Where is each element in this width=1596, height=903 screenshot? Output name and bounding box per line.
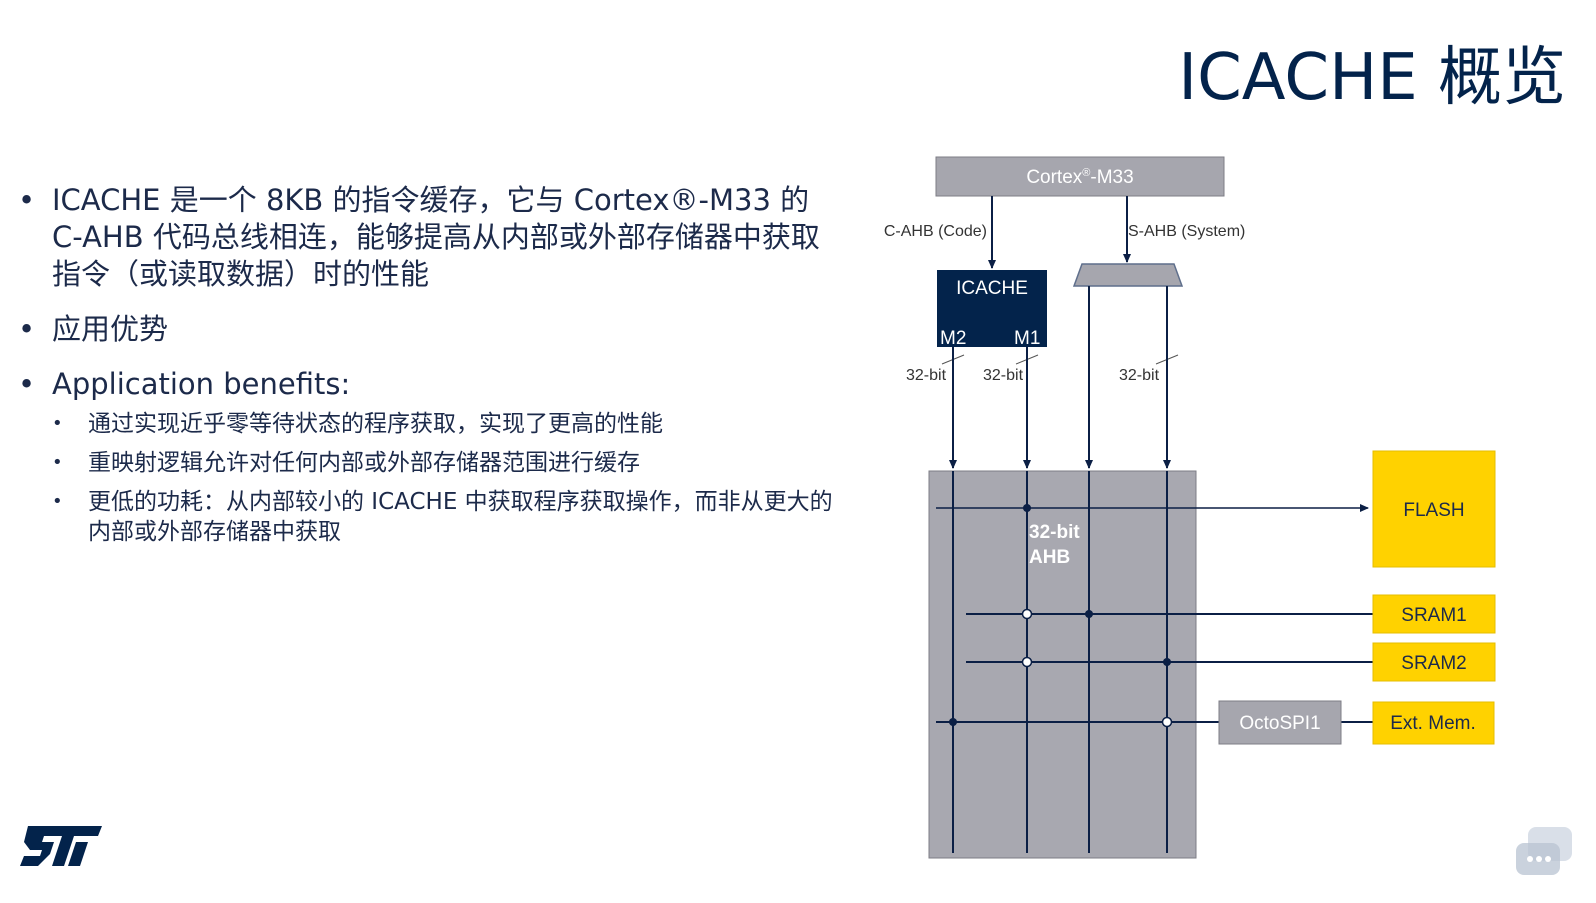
bus-junction [949, 718, 957, 726]
bullet-dot: • [52, 491, 63, 512]
extmem-label: Ext. Mem. [1390, 713, 1476, 734]
m1-label: M1 [1014, 328, 1040, 349]
sub-bullet-item: • 通过实现近乎零等待状态的程序获取，实现了更高的性能 [18, 409, 848, 439]
bus-crossing [1161, 716, 1173, 728]
s-ahb-label: S-AHB (System) [1128, 223, 1245, 240]
sub-bullet-text: 重映射逻辑允许对任何内部或外部存储器范围进行缓存 [88, 450, 640, 476]
bus-crossing [1021, 656, 1033, 668]
bullet-dot: • [52, 452, 63, 473]
bullet-text: 应用优势 [52, 312, 169, 346]
flash-label: FLASH [1403, 500, 1464, 521]
bullet-item: • Application benefits: [18, 366, 848, 403]
bus-junction [1023, 504, 1031, 512]
flash-box [1372, 450, 1496, 568]
icache-box [937, 270, 1047, 347]
c-ahb-label: C-AHB (Code) [884, 223, 987, 240]
page-title: ICACHE 概览 [1178, 41, 1566, 115]
bullet-dot: • [18, 312, 36, 346]
sub-bullet-text: 通过实现近乎零等待状态的程序获取，实现了更高的性能 [88, 411, 663, 437]
octospi-label: OctoSPI1 [1239, 713, 1320, 734]
sram1-label: SRAM1 [1401, 605, 1466, 626]
bullet-item: • 应用优势 [18, 311, 848, 348]
bus-mux [1072, 263, 1184, 287]
cpu-label: Cortex®-M33 [1026, 167, 1133, 188]
cpu-box [935, 156, 1225, 197]
bit-label-m1: 32-bit [983, 367, 1024, 384]
bus-crossing [1021, 608, 1033, 620]
bullet-dot: • [52, 413, 63, 434]
bullet-item: • ICACHE 是一个 8KB 的指令缓存，它与 Cortex®-M33 的 … [18, 182, 848, 293]
ahb-label-line1: 32-bit [1029, 522, 1080, 543]
sram2-label: SRAM2 [1401, 653, 1466, 674]
bus-junction [1163, 658, 1171, 666]
bullet-text: ICACHE 是一个 8KB 的指令缓存，它与 Cortex®-M33 的 C-… [52, 183, 820, 291]
bus-junction [1085, 610, 1093, 618]
chat-watermark-icon [1516, 827, 1572, 875]
bullet-text: Application benefits: [52, 367, 351, 401]
bit-label-sys: 32-bit [1119, 367, 1160, 384]
m2-label: M2 [940, 328, 966, 349]
bullet-list: • ICACHE 是一个 8KB 的指令缓存，它与 Cortex®-M33 的 … [18, 182, 848, 556]
sub-bullet-item: • 更低的功耗：从内部较小的 ICACHE 中获取程序获取操作，而非从更大的内部… [18, 487, 848, 547]
sub-bullet-item: • 重映射逻辑允许对任何内部或外部存储器范围进行缓存 [18, 448, 848, 478]
ahb-label-line2: AHB [1029, 547, 1070, 568]
extmem-box [1372, 701, 1495, 745]
bit-label-m2: 32-bit [906, 367, 947, 384]
sram1-box [1372, 594, 1496, 634]
bus-matrix [928, 470, 1197, 859]
octospi-box [1218, 700, 1342, 745]
sram2-box [1372, 642, 1496, 682]
bullet-dot: • [18, 183, 36, 217]
icache-label: ICACHE [956, 278, 1028, 299]
bullet-dot: • [18, 367, 36, 401]
st-logo-icon [20, 826, 102, 866]
sub-bullet-text: 更低的功耗：从内部较小的 ICACHE 中获取程序获取操作，而非从更大的内部或外… [88, 489, 833, 545]
